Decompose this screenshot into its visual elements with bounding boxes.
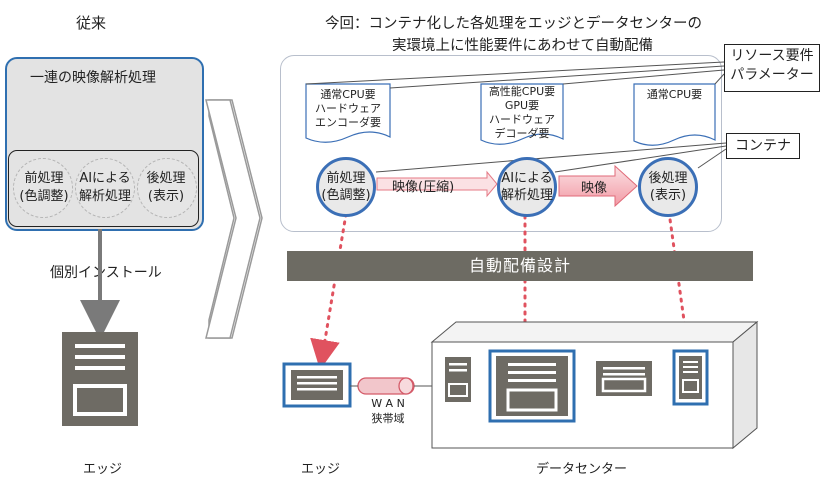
callout-container: コンテナ (726, 133, 800, 159)
right-heading-line1: 今回：コンテナ化した各処理をエッジとデータセンターの (325, 16, 702, 32)
legacy-step-1: 前処理 (色調整) (13, 170, 75, 206)
callout-resource-line2: パラメーター (730, 67, 814, 83)
flow-label-video: 映像 (581, 181, 608, 196)
node-post-line1: 後処理 (648, 171, 688, 186)
auto-deploy-design-bar: 自動配備設計 (287, 251, 753, 281)
flow-arrow-compressed (376, 170, 498, 198)
requirement-text-3: 通常CPU要 (634, 88, 715, 102)
req1-line2: ハードウェア (315, 102, 381, 115)
install-label: 個別インストール (47, 262, 165, 282)
req2-line3: ハードウェア (489, 113, 555, 126)
right-heading-line2: 実環境上に性能要件にあわせて自動配備 (392, 38, 653, 54)
legacy-step-2-line1: AIによる (79, 171, 131, 186)
datacenter-label: データセンター (536, 462, 628, 477)
legacy-step-3-line2: (表示) (147, 189, 185, 204)
legacy-step-circle-2 (75, 158, 135, 218)
node-post-label: 後処理 (表示) (633, 170, 703, 204)
left-edge-server-icon (62, 332, 138, 426)
legacy-step-3: 後処理 (表示) (135, 170, 197, 206)
req3-line1: 通常CPU要 (646, 88, 703, 101)
deploy-line-pre (310, 212, 348, 370)
dc-server-ai-icon (488, 349, 576, 423)
dc-server-post-icon (672, 349, 709, 406)
legacy-step-2-line2: 解析処理 (78, 189, 131, 204)
requirement-doc-3 (633, 83, 716, 146)
req2-line2: GPU要 (504, 99, 540, 112)
left-heading: 従来 (76, 14, 107, 32)
node-ai-line2: 解析処理 (500, 188, 553, 203)
requirement-doc-2 (480, 83, 564, 145)
callout-resource-line1: リソース要件 (730, 48, 814, 64)
node-preprocess (316, 157, 376, 217)
legacy-step-circle-3 (137, 158, 197, 218)
legacy-step-circle-1 (13, 158, 73, 218)
node-ai-label: AIによる 解析処理 (492, 170, 562, 204)
req2-line1: 高性能CPU要 (488, 85, 556, 98)
flow-label-compressed: 映像(圧縮) (392, 180, 455, 195)
wan-pipe-icon (350, 377, 440, 395)
legacy-step-1-line1: 前処理 (24, 171, 64, 186)
node-post-line2: (表示) (649, 188, 687, 203)
legacy-step-1-line2: (色調整) (19, 189, 69, 204)
requirement-doc-1 (305, 83, 391, 143)
dc-server-small-icon (445, 357, 471, 402)
req1-line3: エンコーダ要 (315, 116, 381, 129)
node-ai-analysis (497, 157, 557, 217)
legacy-panel-title: 一連の映像解析処理 (30, 70, 156, 86)
node-pre-line1: 前処理 (326, 171, 366, 186)
legacy-step-3-line1: 後処理 (146, 171, 186, 186)
left-edge-label: エッジ (83, 462, 123, 477)
requirement-text-1: 通常CPU要 ハードウェア エンコーダ要 (306, 88, 390, 130)
node-preprocess-label: 前処理 (色調整) (311, 170, 381, 204)
req1-line1: 通常CPU要 (320, 88, 376, 101)
right-edge-label: エッジ (301, 462, 341, 477)
narrowband-label: 狭帯域 (371, 412, 405, 425)
legacy-step-2: AIによる 解析処理 (73, 170, 137, 206)
flow-arrow-video (558, 164, 638, 208)
requirement-text-2: 高性能CPU要 GPU要 ハードウェア デコーダ要 (481, 85, 563, 141)
callout-resource-params: リソース要件 パラメーター (724, 44, 820, 92)
edge-server-icon (282, 362, 352, 408)
req2-line4: デコーダ要 (494, 127, 550, 140)
node-postprocess (638, 157, 698, 217)
dc-server-wide-icon (596, 361, 652, 396)
node-ai-line1: AIによる (501, 171, 553, 186)
node-pre-line2: (色調整) (321, 188, 371, 203)
wan-label: W A N (371, 397, 405, 410)
